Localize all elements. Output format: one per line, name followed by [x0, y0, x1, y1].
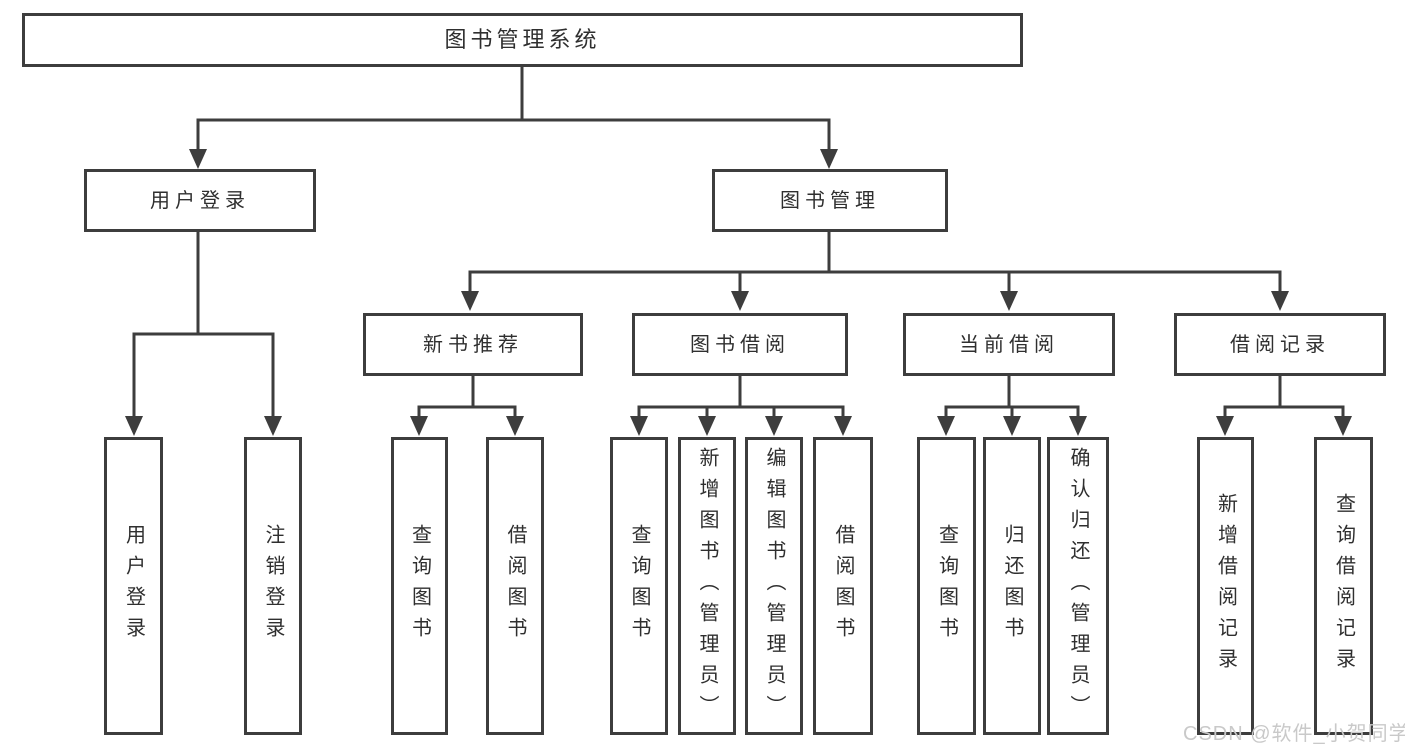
leaf-borrow-books-b-label: 借阅图书 [832, 524, 854, 648]
node-book-borrowing: 图书借阅 [632, 313, 848, 376]
leaf-borrow-books-a: 借阅图书 [486, 437, 544, 735]
leaf-borrow-books-a-label: 借阅图书 [504, 524, 526, 648]
leaf-query-books-c: 查询图书 [917, 437, 976, 735]
node-current-borrowing-label: 当前借阅 [959, 333, 1059, 356]
node-book-management: 图书管理 [712, 169, 948, 232]
leaf-return-books: 归还图书 [983, 437, 1041, 735]
arrowheads [125, 149, 1352, 436]
node-borrowing-records: 借阅记录 [1174, 313, 1386, 376]
node-borrowing-records-label: 借阅记录 [1230, 333, 1330, 356]
leaf-query-books-a-label: 查询图书 [408, 524, 431, 648]
node-current-borrowing: 当前借阅 [903, 313, 1115, 376]
leaf-return-books-label: 归还图书 [1001, 524, 1023, 648]
node-user-login-label: 用户登录 [150, 189, 250, 212]
leaf-edit-books-admin: 编辑图书（管理员） [745, 437, 803, 735]
leaf-add-books-admin: 新增图书（管理员） [678, 437, 736, 735]
leaf-add-borrow-record-label: 新增借阅记录 [1214, 493, 1237, 679]
leaf-query-books-b: 查询图书 [610, 437, 668, 735]
leaf-logout: 注销登录 [244, 437, 302, 735]
leaf-user-login: 用户登录 [104, 437, 163, 735]
leaf-add-books-admin-label: 新增图书（管理员） [696, 446, 718, 726]
node-library-system: 图书管理系统 [22, 13, 1023, 67]
csdn-watermark: CSDN @软件_小贺同学 [1183, 723, 1405, 745]
node-new-book-recommend: 新书推荐 [363, 313, 583, 376]
leaf-add-borrow-record: 新增借阅记录 [1197, 437, 1254, 735]
node-new-book-recommend-label: 新书推荐 [423, 333, 523, 356]
node-book-borrowing-label: 图书借阅 [690, 333, 790, 356]
leaf-borrow-books-b: 借阅图书 [813, 437, 873, 735]
leaf-query-books-b-label: 查询图书 [628, 524, 650, 648]
leaf-confirm-return-admin: 确认归还（管理员） [1047, 437, 1109, 735]
leaf-edit-books-admin-label: 编辑图书（管理员） [763, 446, 785, 726]
node-library-system-label: 图书管理系统 [444, 27, 601, 52]
leaf-user-login-label: 用户登录 [122, 524, 145, 648]
leaf-query-books-c-label: 查询图书 [935, 524, 958, 648]
leaf-confirm-return-admin-label: 确认归还（管理员） [1067, 446, 1089, 726]
leaf-query-books-a: 查询图书 [391, 437, 448, 735]
leaf-logout-label: 注销登录 [262, 524, 284, 648]
node-book-management-label: 图书管理 [780, 189, 880, 212]
leaf-query-borrow-record: 查询借阅记录 [1314, 437, 1373, 735]
node-user-login: 用户登录 [84, 169, 316, 232]
leaf-query-borrow-record-label: 查询借阅记录 [1332, 493, 1355, 679]
